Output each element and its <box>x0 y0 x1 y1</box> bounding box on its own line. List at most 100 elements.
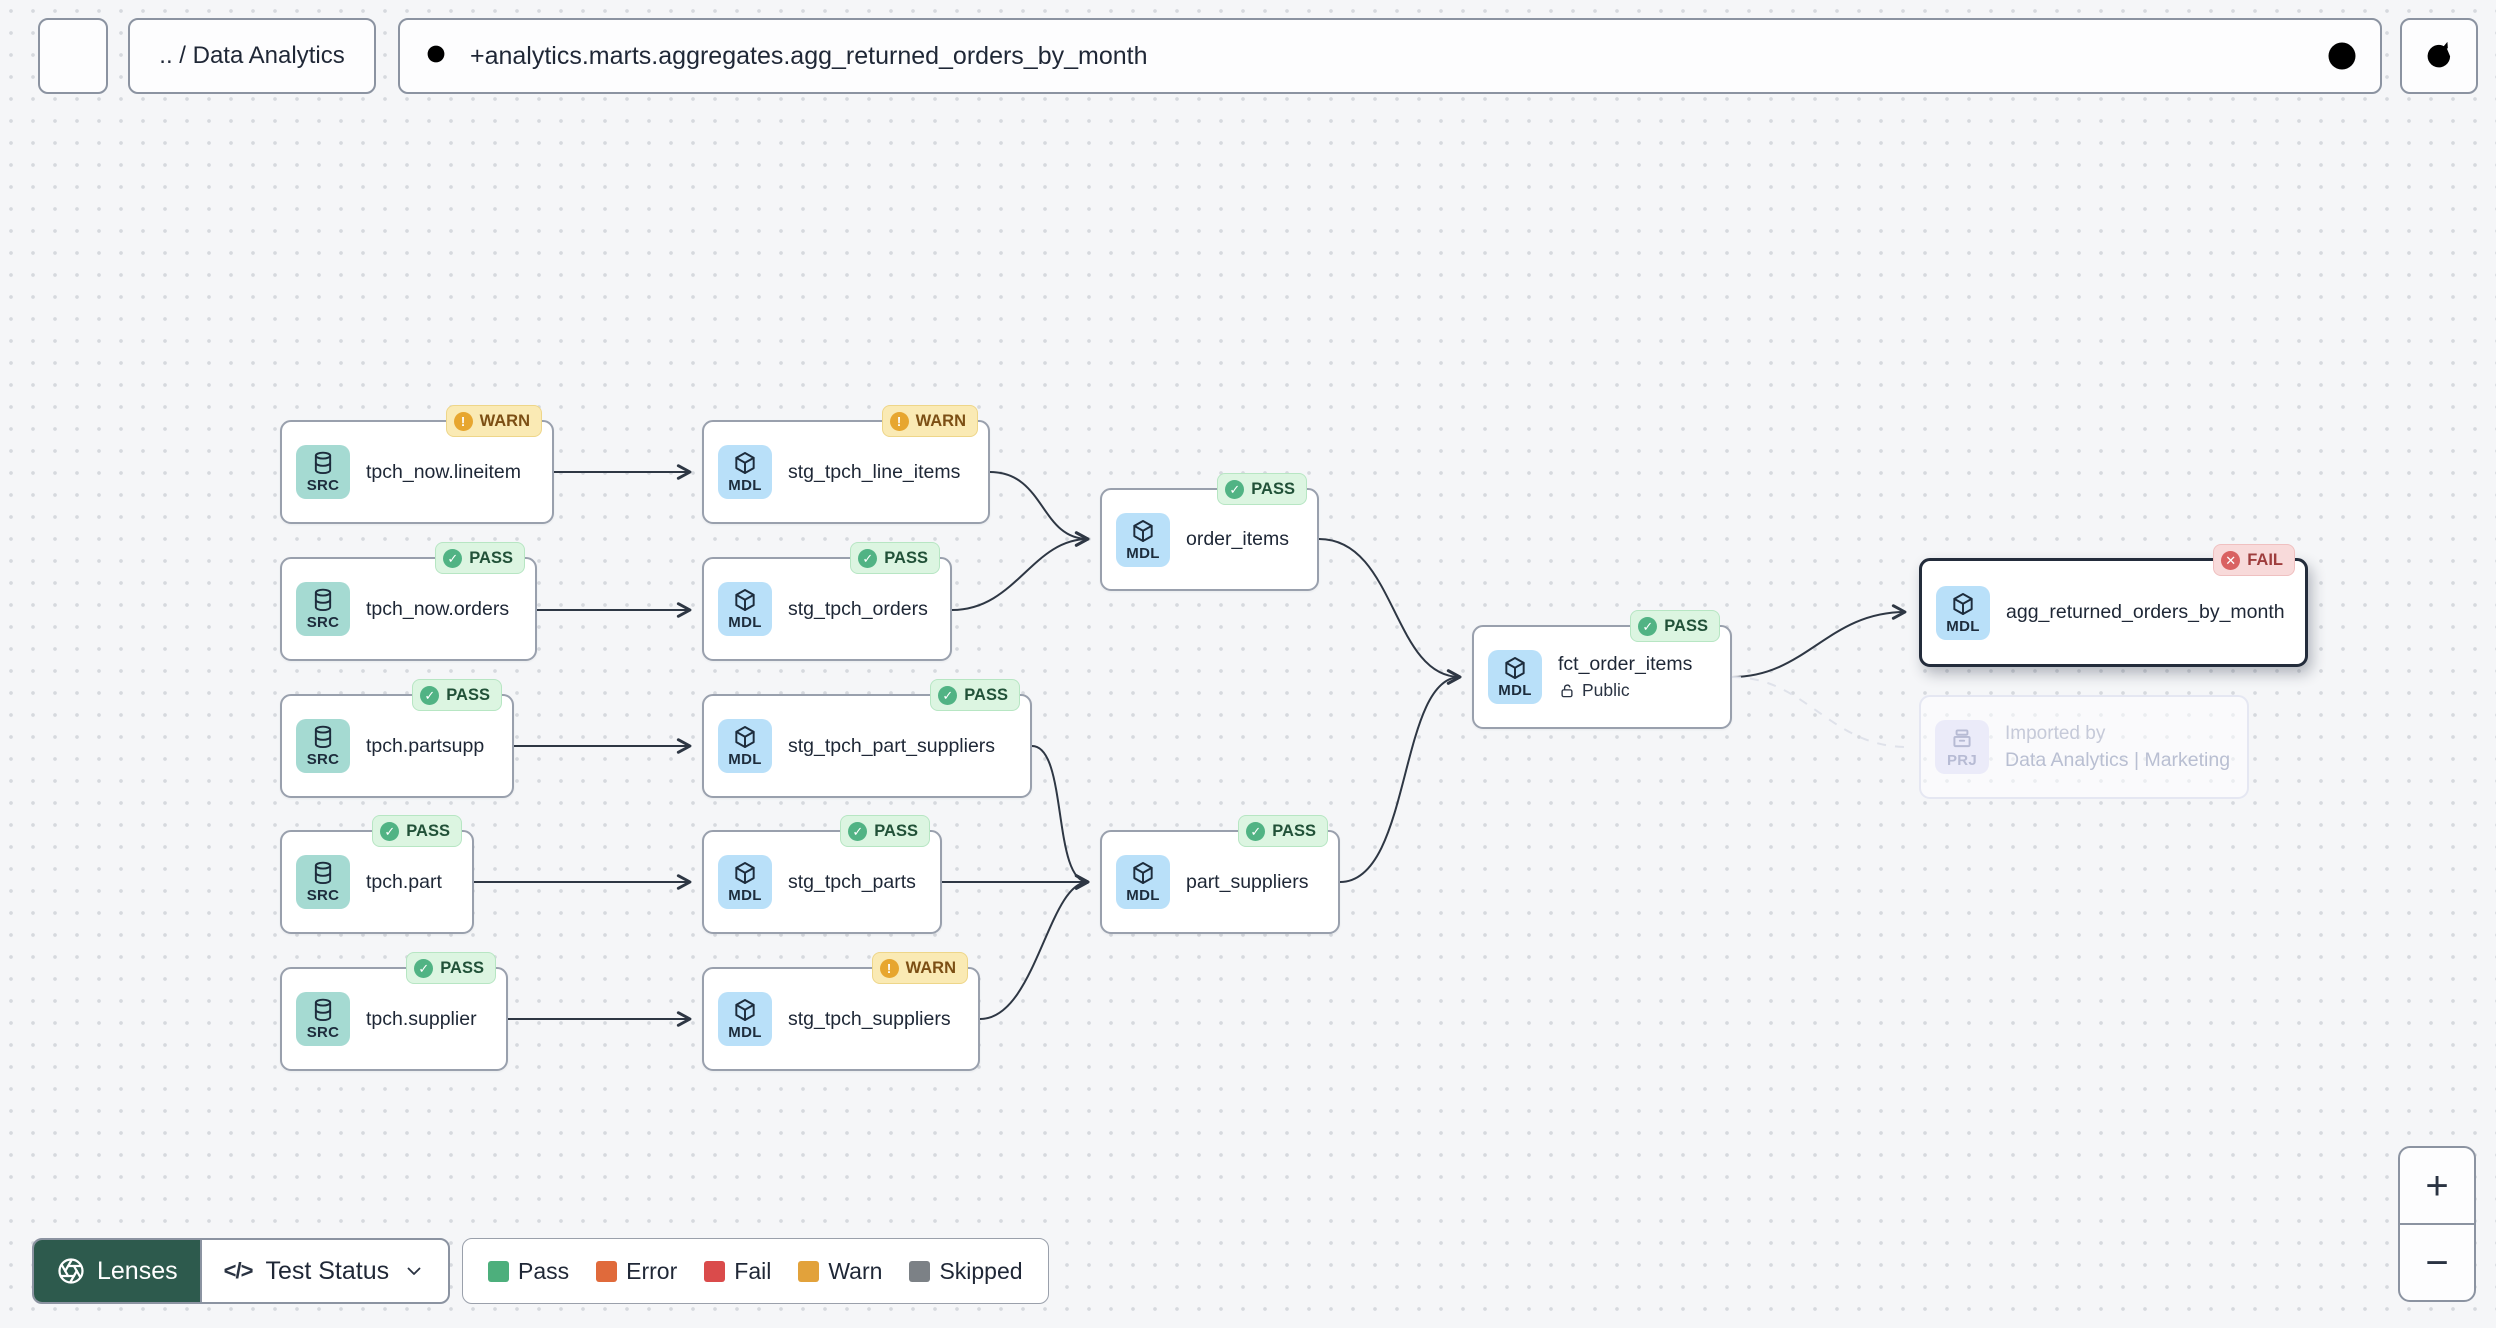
chip-label: MDL <box>728 751 762 768</box>
node-agg_returned_orders_by_month[interactable]: ✕ FAIL MDL agg_returned_orders_by_month <box>1919 544 2308 667</box>
lens-selector-dropdown[interactable]: </> Test Status <box>199 1240 448 1302</box>
status-badge: ! WARN <box>871 952 968 984</box>
node-stg_tpch_line_items[interactable]: ! WARN MDL stg_tpch_line_items <box>702 405 990 524</box>
node-part_suppliers[interactable]: ✓ PASS MDL part_suppliers <box>1100 815 1340 934</box>
node-stg_tpch_parts[interactable]: ✓ PASS MDL stg_tpch_parts <box>702 815 942 934</box>
test-status-legend: Pass Error Fail Warn Skipped <box>462 1238 1049 1304</box>
check-icon: ✓ <box>938 685 958 705</box>
error-swatch <box>596 1260 618 1282</box>
status-badge: ✓ PASS <box>850 542 940 574</box>
model-chip: MDL <box>718 582 772 636</box>
node-stg_tpch_suppliers[interactable]: ! WARN MDL stg_tpch_suppliers <box>702 952 980 1071</box>
chip-label: MDL <box>728 1024 762 1041</box>
edge <box>989 471 1090 547</box>
archive-icon <box>1949 725 1975 751</box>
edge <box>951 531 1090 611</box>
legend-label: Pass <box>518 1257 570 1284</box>
chip-label: PRJ <box>1946 752 1978 769</box>
node-tpch-part[interactable]: ✓ PASS SRC tpch.part <box>280 815 474 934</box>
chip-label: MDL <box>728 887 762 904</box>
breadcrumb[interactable]: .. / Data Analytics <box>128 18 376 94</box>
ghost-edge <box>1731 676 1908 748</box>
badge-label: WARN <box>905 958 956 977</box>
lenses-label: Lenses <box>97 1256 178 1285</box>
check-icon: ✓ <box>858 548 878 568</box>
status-badge: ✓ PASS <box>372 815 462 847</box>
cube-icon <box>1950 591 1976 617</box>
cube-icon <box>732 587 758 613</box>
ghost-subtitle: Data Analytics | Marketing <box>2005 748 2231 771</box>
edge <box>979 874 1090 1020</box>
node-label: stg_tpch_line_items <box>788 460 961 483</box>
database-icon <box>310 587 336 613</box>
node-tpch-supplier[interactable]: ✓ PASS SRC tpch.supplier <box>280 952 508 1071</box>
chip-label: SRC <box>306 751 340 768</box>
node-label: part_suppliers <box>1186 870 1309 893</box>
badge-label: PASS <box>446 685 490 704</box>
zoom-in-button[interactable]: + <box>2400 1148 2474 1225</box>
lenses-button[interactable]: Lenses <box>34 1240 200 1302</box>
status-badge: ! WARN <box>881 405 978 437</box>
node-tpch-partsupp[interactable]: ✓ PASS SRC tpch.partsupp <box>280 679 514 798</box>
check-icon: ✓ <box>1225 479 1245 499</box>
skipped-swatch <box>909 1260 931 1282</box>
source-chip: SRC <box>296 719 350 773</box>
badge-label: PASS <box>874 821 918 840</box>
status-badge: ✓ PASS <box>1630 610 1720 642</box>
status-badge: ✓ PASS <box>412 679 502 711</box>
edge <box>1031 745 1090 890</box>
model-chip: MDL <box>718 445 772 499</box>
model-chip: MDL <box>1116 855 1170 909</box>
check-icon: ✓ <box>420 685 440 705</box>
breadcrumb-label: .. / Data Analytics <box>159 42 345 69</box>
badge-label: PASS <box>1272 821 1316 840</box>
database-icon <box>310 997 336 1023</box>
cube-icon <box>1130 518 1156 544</box>
cube-icon <box>732 450 758 476</box>
badge-label: PASS <box>469 548 513 567</box>
ghost-title: Imported by <box>2005 722 2106 744</box>
node-imported-by-ghost[interactable]: PRJ Imported by Data Analytics | Marketi… <box>1919 695 2249 799</box>
chip-label: MDL <box>728 477 762 494</box>
node-stg_tpch_part_suppliers[interactable]: ✓ PASS MDL stg_tpch_part_suppliers <box>702 679 1032 798</box>
fail-icon: ✕ <box>2221 550 2241 570</box>
check-icon: ✓ <box>380 821 400 841</box>
legend-label: Error <box>626 1257 678 1284</box>
legend-item-skipped: Skipped <box>909 1258 1023 1285</box>
lock-open-icon <box>1558 682 1576 700</box>
legend-item-warn: Warn <box>798 1258 882 1285</box>
node-fct_order_items[interactable]: ✓ PASS MDL fct_order_items Public <box>1472 610 1732 729</box>
refresh-button[interactable] <box>2400 18 2478 94</box>
chip-label: SRC <box>306 477 340 494</box>
check-icon: ✓ <box>414 958 434 978</box>
search-bar[interactable] <box>398 18 2382 94</box>
database-icon <box>310 450 336 476</box>
close-button[interactable] <box>38 18 108 94</box>
model-chip: MDL <box>718 992 772 1046</box>
search-icon <box>422 40 454 72</box>
project-chip: PRJ <box>1935 720 1989 774</box>
node-tpch_now-lineitem[interactable]: ! WARN SRC tpch_now.lineitem <box>280 405 554 524</box>
fail-swatch <box>704 1260 726 1282</box>
status-badge: ✓ PASS <box>1217 473 1307 505</box>
check-icon: ✓ <box>1638 616 1658 636</box>
status-badge: ✓ PASS <box>435 542 525 574</box>
node-tpch_now-orders[interactable]: ✓ PASS SRC tpch_now.orders <box>280 542 537 661</box>
warn-swatch <box>798 1260 820 1282</box>
node-label: stg_tpch_suppliers <box>788 1007 951 1030</box>
database-icon <box>310 724 336 750</box>
zoom-out-button[interactable]: − <box>2425 1240 2449 1285</box>
info-icon[interactable] <box>2324 38 2360 74</box>
node-label: stg_tpch_part_suppliers <box>788 734 996 757</box>
status-badge: ! WARN <box>445 405 542 437</box>
lenses-pill: Lenses </> Test Status <box>32 1238 451 1304</box>
node-stg_tpch_orders[interactable]: ✓ PASS MDL stg_tpch_orders <box>702 542 952 661</box>
edge <box>1318 538 1462 685</box>
code-icon: </> <box>223 1258 254 1283</box>
search-input[interactable] <box>470 41 2324 71</box>
warn-icon: ! <box>453 411 473 431</box>
node-order_items[interactable]: ✓ PASS MDL order_items <box>1100 473 1319 591</box>
status-badge: ✓ PASS <box>930 679 1020 711</box>
model-chip: MDL <box>1116 512 1170 567</box>
